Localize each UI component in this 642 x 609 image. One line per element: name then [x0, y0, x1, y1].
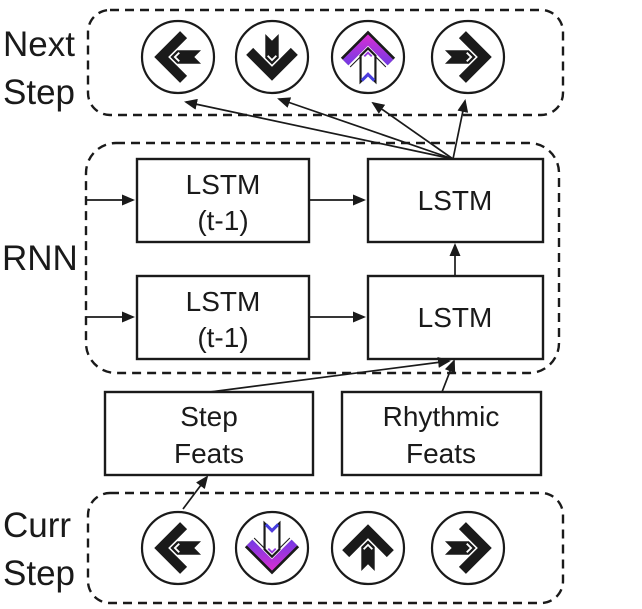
lstm-prev-bottom-box: [135, 274, 311, 361]
arrow-right-glyph: [441, 522, 492, 574]
next-step-icon-row: [140, 19, 506, 95]
lstm-prev-top-label-line1: LSTM: [186, 169, 261, 200]
step-feats-label-line1: Step: [180, 401, 238, 432]
lstm-prev-top-box: [135, 157, 311, 244]
arrow-curr-step-to-step-feats: [182, 475, 209, 510]
arrow-up-icon: [330, 510, 406, 586]
arrow-left-icon: [140, 19, 216, 95]
curr-step-group-box: [86, 491, 565, 605]
arrow-right-glyph: [441, 31, 492, 83]
arrow-right-icon: [430, 19, 506, 95]
lstm-prev-bottom-label-line1: LSTM: [186, 286, 261, 317]
lstm-prev-bottom-label-line2: (t-1): [197, 322, 248, 353]
arrow-down-glyph: [246, 30, 298, 81]
lstm-top-label: LSTM: [418, 185, 493, 216]
arrow-down-glyph: [244, 520, 300, 575]
arrow-lstm-to-next-left: [184, 98, 454, 160]
rnn-label: RNN: [2, 239, 78, 278]
arrow-right-icon: [430, 510, 506, 586]
next-step-group-box: [86, 8, 565, 117]
rhythmic-feats-label-line2: Feats: [406, 438, 476, 469]
arrow-down-icon: [234, 19, 310, 95]
curr-step-label-line2: Step: [3, 554, 75, 593]
arrow-up-glyph: [342, 524, 394, 575]
rhythmic-feats-box: [340, 390, 543, 477]
arrow-left-glyph: [154, 31, 205, 83]
step-feats-box: [103, 390, 315, 477]
next-step-label-line2: Step: [3, 73, 75, 112]
arrow-left-glyph: [154, 522, 205, 574]
arrow-up-icon: [330, 19, 406, 95]
curr-step-icon-row: [140, 510, 506, 586]
step-feats-label-line2: Feats: [174, 438, 244, 469]
lstm-top-box: [366, 157, 545, 244]
arrow-rhythmic-feats-to-lstm: [441, 359, 456, 393]
rnn-group-box: [84, 141, 561, 375]
next-step-label-line1: Next: [3, 25, 75, 64]
arrow-lstm-to-next-down: [277, 97, 454, 160]
arrow-up-glyph: [340, 30, 396, 85]
lstm-prev-top-label-line2: (t-1): [197, 205, 248, 236]
arrow-left-icon: [140, 510, 216, 586]
lstm-bottom-box: [366, 274, 545, 361]
arrow-lstm-to-next-right: [452, 99, 469, 160]
rhythmic-feats-label-line1: Rhythmic: [383, 401, 500, 432]
curr-step-label-line1: Curr: [3, 506, 71, 545]
arrow-step-feats-to-lstm: [209, 356, 451, 393]
arrow-down-icon: [234, 510, 310, 586]
arrow-lstm-to-next-up: [371, 101, 454, 160]
lstm-bottom-label: LSTM: [418, 302, 493, 333]
